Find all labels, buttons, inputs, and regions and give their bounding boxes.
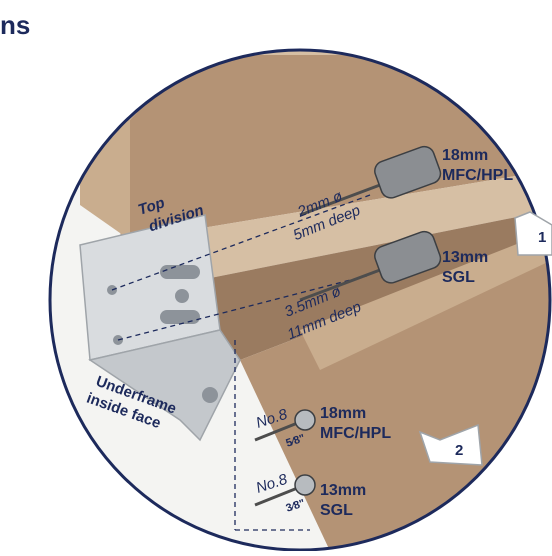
- callout-bubble-2: [418, 423, 483, 466]
- alignment-guides: [111, 194, 371, 531]
- screw-2-length: 3⁄8": [284, 497, 306, 514]
- underframe-rail-shadow: [150, 210, 550, 360]
- magnifier-circle: [48, 48, 552, 552]
- dowel-icon: [299, 230, 442, 302]
- screw-icon: [254, 474, 316, 507]
- dowel-icon: [299, 145, 442, 217]
- callout-1-number: 1: [538, 229, 546, 246]
- callout-bubble-1: [514, 211, 552, 256]
- bracket-screw-head: [202, 387, 218, 403]
- underframe-inside-panel: [240, 240, 550, 550]
- bracket-slot-lower: [160, 310, 200, 324]
- dowel-13-size: 13mm: [442, 249, 488, 266]
- dowel-13-material: SGL: [442, 269, 475, 286]
- bracket-slot-upper: [160, 265, 200, 279]
- screw-1-length: 5⁄8": [284, 432, 306, 449]
- screw-18-material: MFC/HPL: [320, 425, 391, 442]
- dowel-18-size: 18mm: [442, 147, 488, 164]
- screw-18-size: 18mm: [320, 405, 366, 422]
- underframe-edge-strip: [300, 230, 550, 370]
- callout-2-number: 2: [455, 442, 463, 459]
- dowel-18-material: MFC/HPL: [442, 167, 513, 184]
- bracket-horizontal-plate: [88, 329, 241, 442]
- screw-icon: [254, 409, 316, 442]
- bracket-hole-center: [175, 289, 189, 303]
- screw-13-size: 13mm: [320, 482, 366, 499]
- underframe-rail-top: [130, 170, 550, 290]
- screw-13-material: SGL: [320, 502, 353, 519]
- page-heading: ns: [0, 10, 31, 40]
